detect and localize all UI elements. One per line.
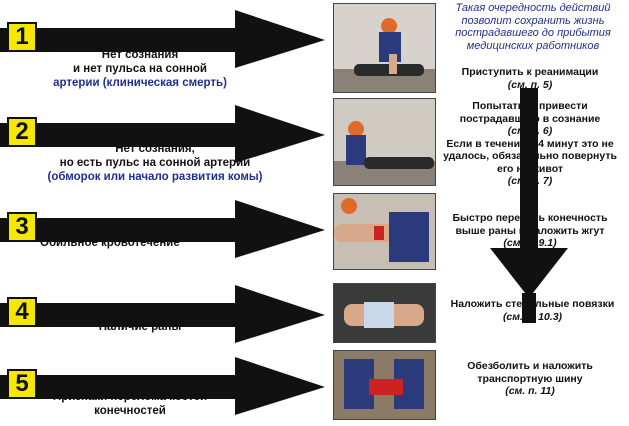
step-4-condition: Наличие раны — [98, 321, 182, 333]
step-3-action: Быстро пережать конечность выше раны и н… — [452, 212, 608, 249]
step-1-number: 1 — [7, 22, 37, 52]
step-5-condition: Признаки перелома костей конечностей — [52, 391, 208, 417]
step-2-arrow — [0, 103, 340, 163]
step-5-arrow — [0, 355, 340, 415]
step-1-condition: Нет сознания и нет пульса на сонной арте… — [53, 49, 227, 89]
step-5-action: Обезболить и наложить транспортную шину … — [467, 360, 593, 397]
step-2-photo-recovery — [333, 98, 436, 186]
step-3-arrow — [0, 198, 340, 258]
step-4-arrow — [0, 283, 340, 343]
step-3-number: 3 — [7, 212, 37, 242]
step-1-photo-cpr — [333, 3, 436, 93]
step-2-number: 2 — [7, 117, 37, 147]
intro-text: Такая очередность действий позволит сохр… — [455, 2, 611, 52]
step-2-action: Попытаться привести пострадавшего в созн… — [443, 100, 617, 187]
step-3-photo-tourniquet — [333, 193, 436, 270]
step-3-condition: Обильное кровотечение — [40, 237, 180, 249]
step-5-photo-splint — [333, 350, 436, 420]
flow-connector-arrow — [490, 88, 568, 323]
step-1-action: Приступить к реанимации (см. п. 5) — [461, 66, 599, 91]
step-4-action: Наложить стерильные повязки (см. п. 10.3… — [450, 298, 615, 323]
step-4-photo-bandage — [333, 283, 436, 343]
step-4-number: 4 — [7, 297, 37, 327]
step-2-condition: Нет сознания, но есть пульс на сонной ар… — [47, 143, 263, 183]
step-5-number: 5 — [7, 369, 37, 399]
step-1-arrow — [0, 8, 340, 68]
